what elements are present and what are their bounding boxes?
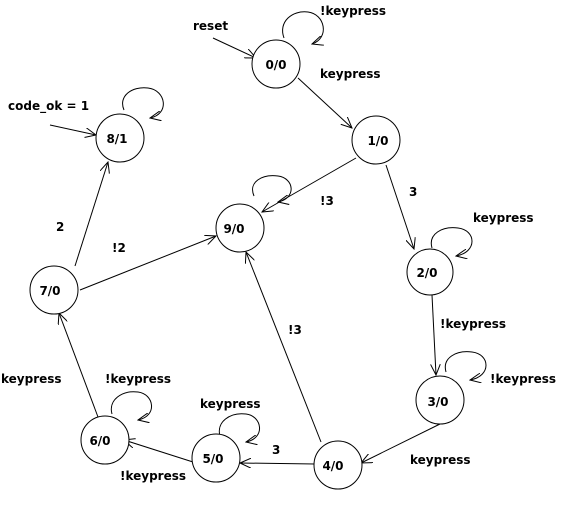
edge-s2-s3: [432, 294, 436, 375]
state-label: 0/0: [265, 58, 286, 72]
state-label: 3/0: [427, 395, 448, 409]
loop-s0: [282, 11, 324, 44]
edge-s6-s7: [59, 313, 99, 418]
loop-label-s6: !keypress: [105, 372, 171, 386]
state-label: 9/0: [223, 222, 244, 236]
state-s6: 6/0: [80, 415, 130, 465]
edge-s5-s6: [124, 440, 194, 463]
loop-label-s2: keypress: [473, 211, 534, 225]
edge-s4-s5: [240, 463, 316, 464]
state-s7: 7/0: [29, 265, 79, 315]
edge-s7-s8: [74, 162, 108, 267]
state-s3: 3/0: [415, 375, 465, 425]
edge-s3-s4: [361, 423, 441, 463]
edge-label-s6-s7: keypress: [1, 372, 62, 386]
entry-label-code-ok: code_ok = 1: [8, 99, 89, 114]
loop-label-s5: keypress: [200, 397, 261, 411]
state-label: 1/0: [367, 134, 388, 148]
edge-label-s1-s2: 3: [409, 185, 417, 199]
state-label: 5/0: [202, 452, 223, 466]
edge-label-s2-s3: !keypress: [440, 317, 506, 331]
loop-s2: [430, 227, 473, 256]
state-label: 2/0: [416, 266, 437, 280]
state-s1: 1/0: [351, 115, 401, 165]
loop-s5: [218, 413, 260, 442]
edge-label-s7-s9: !2: [112, 241, 126, 255]
state-s8: 8/1: [95, 113, 145, 163]
edge-label-s1-s9: !3: [320, 194, 334, 208]
state-s9: 9/0: [215, 203, 265, 253]
state-s2: 2/0: [406, 248, 454, 296]
edge-label-s7-s8: 2: [56, 220, 64, 234]
state-label: 4/0: [322, 459, 343, 473]
loop-label-s0: !keypress: [320, 4, 386, 18]
state-label: 7/0: [39, 284, 60, 298]
edge-label-s0-s1: keypress: [320, 67, 381, 81]
loop-s9: [252, 175, 292, 202]
loop-s3: [444, 351, 487, 380]
edge-s1-s2: [385, 164, 414, 249]
loop-s6: [110, 391, 152, 420]
loop-s8: [122, 87, 164, 118]
state-s5: 5/0: [191, 433, 241, 483]
entry-arrow-code-ok: [49, 124, 96, 135]
state-label: 8/1: [106, 132, 127, 146]
edge-s4-s9: [246, 252, 322, 443]
edge-s1-s9: [262, 157, 357, 212]
edge-s0-s1: [297, 77, 352, 128]
entry-label-reset: reset: [193, 19, 228, 33]
edge-label-s4-s9: !3: [288, 323, 302, 337]
state-label: 6/0: [89, 434, 110, 448]
state-s0: 0/0: [251, 39, 301, 89]
entry-arrow-reset: [212, 37, 256, 58]
edge-label-s4-s5: 3: [272, 443, 280, 457]
edge-label-s5-s6: !keypress: [120, 469, 186, 483]
edge-label-s3-s4: keypress: [410, 453, 471, 467]
loop-label-s3: !keypress: [490, 372, 556, 386]
edge-s7-s9: [79, 236, 216, 291]
state-s4: 4/0: [313, 440, 363, 490]
